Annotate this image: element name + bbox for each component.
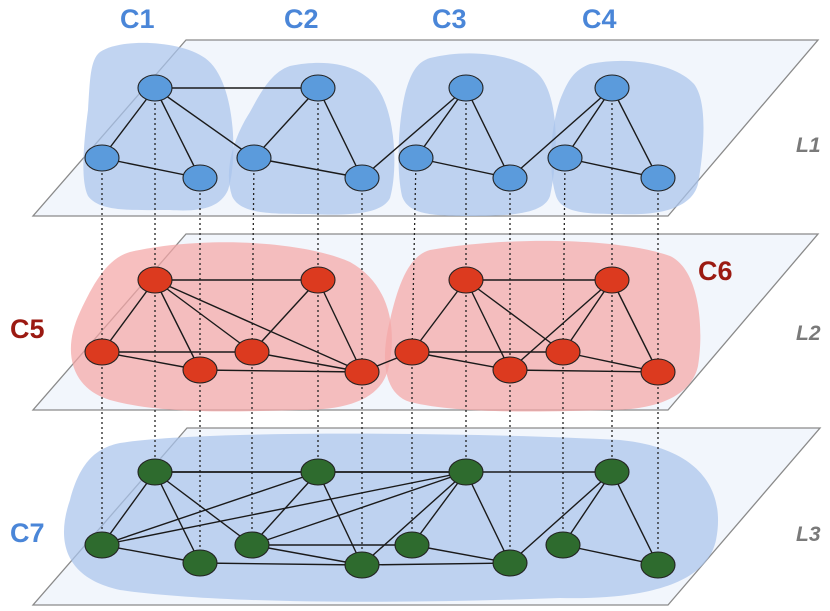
- edge-l2: [251, 279, 319, 353]
- community-label-c4: C4: [582, 4, 617, 34]
- node-l2-7: [394, 338, 430, 366]
- edge-l2: [251, 351, 363, 373]
- node-l3-6: [448, 458, 484, 486]
- edge-l1: [361, 87, 467, 179]
- node-l3-5: [344, 551, 380, 579]
- layer-label-l1: L1: [796, 134, 821, 157]
- edge-l2: [154, 279, 253, 353]
- node-l2-4: [234, 338, 270, 366]
- edge-l1: [317, 87, 363, 179]
- edge-l1: [253, 157, 363, 179]
- node-l1-2: [182, 164, 218, 192]
- network-nodes: [84, 74, 676, 579]
- community-label-c5: C5: [10, 314, 45, 344]
- node-l1-0: [137, 74, 173, 102]
- edge-l3: [411, 471, 467, 546]
- node-l2-1: [84, 338, 120, 366]
- edge-l3: [465, 471, 511, 564]
- edge-l1: [154, 87, 255, 159]
- node-l2-5: [344, 358, 380, 386]
- node-l2-3: [300, 266, 336, 294]
- node-l2-11: [640, 358, 676, 386]
- node-l1-6: [448, 74, 484, 102]
- edge-l2: [509, 279, 613, 371]
- node-l1-5: [344, 164, 380, 192]
- node-l1-10: [547, 144, 583, 172]
- interlayer-link: [411, 157, 417, 353]
- edge-l2: [465, 279, 564, 353]
- node-l3-9: [594, 458, 630, 486]
- node-l2-6: [448, 266, 484, 294]
- node-l3-8: [492, 549, 528, 577]
- node-l2-9: [594, 266, 630, 294]
- edge-l1: [154, 87, 201, 179]
- layer-label-l2: L2: [796, 322, 821, 345]
- node-l2-8: [492, 356, 528, 384]
- interlayer-links: [101, 88, 659, 565]
- edge-l2: [317, 279, 363, 373]
- node-l3-7: [394, 531, 430, 559]
- edge-l2: [611, 279, 659, 373]
- node-l1-9: [594, 74, 630, 102]
- community-region-c6: [384, 240, 701, 412]
- node-l2-10: [545, 338, 581, 366]
- community-label-c1: C1: [120, 4, 155, 34]
- layer-label-l3: L3: [796, 523, 821, 546]
- edge-l3: [154, 471, 253, 546]
- interlayer-link: [251, 157, 255, 353]
- edge-l3: [199, 562, 363, 566]
- node-l3-11: [640, 551, 676, 579]
- edge-l3: [101, 471, 467, 546]
- node-l1-11: [640, 164, 676, 192]
- community-label-c2: C2: [284, 4, 319, 34]
- node-l1-3: [300, 74, 336, 102]
- edge-l3: [509, 471, 613, 564]
- edge-l2: [154, 279, 201, 371]
- node-l3-4: [234, 531, 270, 559]
- community-label-c6: C6: [698, 256, 733, 286]
- edge-l3: [251, 471, 467, 546]
- edge-l2: [411, 279, 467, 353]
- edge-l3: [154, 471, 201, 564]
- edge-l3: [251, 544, 363, 566]
- edge-l3: [317, 471, 363, 566]
- edge-l3: [101, 471, 156, 546]
- community-label-c7: C7: [10, 518, 45, 548]
- edge-l1: [465, 87, 511, 179]
- node-l3-0: [137, 458, 173, 486]
- edge-l3: [101, 471, 319, 546]
- edge-l3: [611, 471, 659, 566]
- node-l3-10: [545, 531, 581, 559]
- edge-l2: [509, 369, 659, 373]
- node-l1-4: [236, 144, 272, 172]
- community-region-c7: [63, 433, 719, 602]
- edge-l3: [361, 562, 511, 566]
- edge-l2: [465, 279, 511, 371]
- node-l1-8: [492, 164, 528, 192]
- community-label-c3: C3: [432, 4, 467, 34]
- node-l3-1: [84, 531, 120, 559]
- edge-l1: [253, 87, 319, 159]
- edge-l3: [361, 471, 467, 566]
- node-l1-1: [84, 144, 120, 172]
- node-l3-3: [300, 458, 336, 486]
- node-l1-7: [398, 144, 434, 172]
- edge-l2: [101, 279, 156, 353]
- edge-l1: [611, 87, 659, 179]
- edge-l2: [154, 279, 363, 373]
- edge-l2: [199, 369, 363, 373]
- node-l2-2: [182, 356, 218, 384]
- edge-l1: [509, 87, 613, 179]
- community-region-c5: [70, 242, 392, 412]
- edge-l3: [562, 471, 613, 546]
- node-l3-2: [182, 549, 218, 577]
- interlayer-link: [562, 157, 566, 353]
- node-l2-0: [137, 266, 173, 294]
